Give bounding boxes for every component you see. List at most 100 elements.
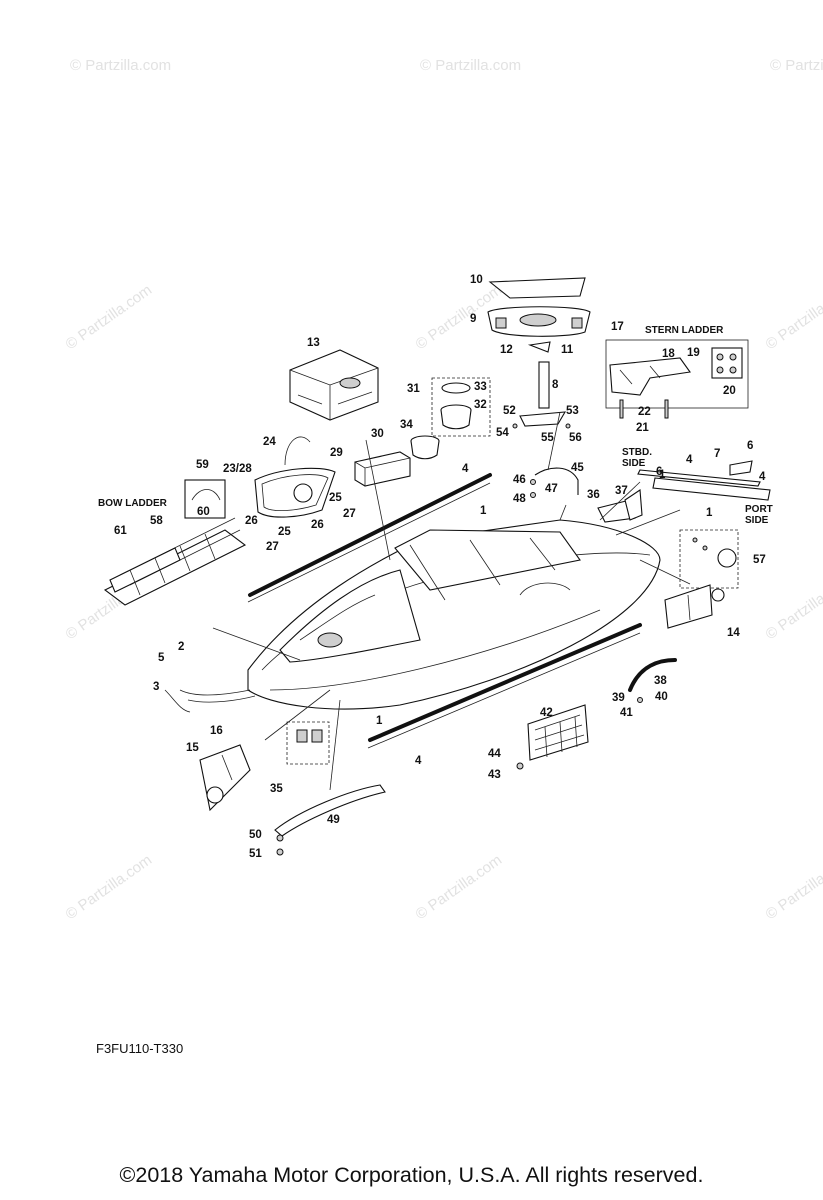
callout-40: 40 bbox=[655, 691, 668, 703]
callout-27: 27 bbox=[266, 541, 279, 553]
callout-52: 52 bbox=[503, 405, 516, 417]
callout-48: 48 bbox=[513, 493, 526, 505]
stbd-side-label: STBD. SIDE bbox=[622, 447, 655, 469]
callout-4: 4 bbox=[686, 454, 693, 466]
rail-assembly bbox=[530, 467, 579, 498]
callout-47: 47 bbox=[545, 483, 558, 495]
callout-13: 13 bbox=[307, 337, 320, 349]
callout-30: 30 bbox=[371, 428, 384, 440]
stern-ladder bbox=[605, 339, 749, 419]
bow-eye-assembly bbox=[199, 744, 251, 812]
callout-44: 44 bbox=[488, 748, 501, 760]
callout-41: 41 bbox=[620, 707, 633, 719]
watermark: © Partzilla.com bbox=[763, 571, 823, 643]
watermark: © Partzilla.com bbox=[70, 57, 171, 74]
callout-38: 38 bbox=[654, 675, 667, 687]
watermark: © Partzilla.com bbox=[63, 281, 156, 353]
callout-10: 10 bbox=[470, 274, 483, 286]
callout-4: 4 bbox=[415, 755, 422, 767]
port-side-label-line: PORT bbox=[745, 504, 773, 515]
callout-35: 35 bbox=[270, 783, 283, 795]
section-labels: STERN LADDER BOW LADDER STBD. SIDE PORT … bbox=[98, 325, 773, 526]
callout-24: 24 bbox=[263, 436, 276, 448]
rub-rails bbox=[164, 473, 642, 749]
hatch-cover bbox=[487, 277, 591, 337]
watermark: © Partzilla.com bbox=[420, 57, 521, 74]
cargo-net bbox=[516, 704, 589, 770]
grab-handle bbox=[274, 784, 386, 856]
callout-6: 6 bbox=[747, 440, 753, 452]
callout-1: 1 bbox=[480, 505, 487, 517]
callout-25: 25 bbox=[329, 492, 342, 504]
callout-8: 8 bbox=[552, 379, 559, 391]
callout-12: 12 bbox=[500, 344, 513, 356]
callout-6: 6 bbox=[656, 466, 662, 478]
callout-25: 25 bbox=[278, 526, 291, 538]
cooler bbox=[289, 349, 379, 421]
cup-holder-set bbox=[431, 377, 491, 437]
table-post bbox=[512, 341, 571, 429]
callout-23-28: 23/28 bbox=[223, 463, 252, 475]
callout-57: 57 bbox=[753, 554, 766, 566]
callout-42: 42 bbox=[540, 707, 553, 719]
callout-50: 50 bbox=[249, 829, 262, 841]
callout-39: 39 bbox=[612, 692, 625, 704]
callout-14: 14 bbox=[727, 627, 740, 639]
callout-7: 7 bbox=[714, 448, 720, 460]
callout-15: 15 bbox=[186, 742, 199, 754]
callout-59: 59 bbox=[196, 459, 209, 471]
side-rails bbox=[637, 460, 771, 501]
callout-20: 20 bbox=[723, 385, 736, 397]
callout-18: 18 bbox=[662, 348, 675, 360]
callout-3: 3 bbox=[153, 681, 159, 693]
stern-ladder-label: STERN LADDER bbox=[645, 325, 724, 336]
callout-36: 36 bbox=[587, 489, 600, 501]
callout-11: 11 bbox=[561, 344, 574, 356]
watermark: © Partzilla.com bbox=[763, 851, 823, 923]
callout-1: 1 bbox=[376, 715, 383, 727]
callout-31: 31 bbox=[407, 383, 420, 395]
storage-bins bbox=[354, 435, 440, 487]
leader-lines bbox=[212, 411, 691, 791]
callout-53: 53 bbox=[566, 405, 579, 417]
watermark: © Partzilla.com bbox=[763, 281, 823, 353]
stbd-side-label-line: STBD. bbox=[622, 447, 652, 458]
callout-45: 45 bbox=[571, 462, 584, 474]
callout-4: 4 bbox=[462, 463, 469, 475]
callout-33: 33 bbox=[474, 381, 487, 393]
callout-46: 46 bbox=[513, 474, 526, 486]
callout-32: 32 bbox=[474, 399, 487, 411]
callout-51: 51 bbox=[249, 848, 262, 860]
callout-1: 1 bbox=[706, 507, 713, 519]
callout-55: 55 bbox=[541, 432, 554, 444]
callout-60: 60 bbox=[197, 506, 210, 518]
hatch-lid bbox=[254, 436, 336, 518]
tow-eye-set bbox=[679, 529, 739, 589]
callout-19: 19 bbox=[687, 347, 700, 359]
callout-22: 22 bbox=[638, 406, 651, 418]
watermark: © Partzilla.com bbox=[413, 851, 506, 923]
boat-hull bbox=[247, 519, 661, 710]
callouts: 1 1 1 1 2 3 4 4 4 4 5 6 6 7 8 9 10 11 12… bbox=[114, 274, 766, 860]
callout-26: 26 bbox=[245, 515, 258, 527]
bow-ladder bbox=[103, 479, 247, 606]
callout-37: 37 bbox=[615, 485, 628, 497]
stbd-side-label-line-2: SIDE bbox=[622, 458, 646, 469]
callout-5: 5 bbox=[158, 652, 165, 664]
callout-56: 56 bbox=[569, 432, 582, 444]
callout-43: 43 bbox=[488, 769, 501, 781]
callout-2: 2 bbox=[178, 641, 184, 653]
callout-29: 29 bbox=[330, 447, 343, 459]
bracket-set bbox=[286, 721, 330, 765]
cleat-assembly bbox=[664, 584, 725, 629]
watermark: © Partzilla.com bbox=[770, 57, 823, 74]
callout-26: 26 bbox=[311, 519, 324, 531]
bow-ladder-label: BOW LADDER bbox=[98, 498, 168, 509]
callout-27: 27 bbox=[343, 508, 356, 520]
callout-9: 9 bbox=[470, 313, 476, 325]
watermark: © Partzilla.com bbox=[63, 851, 156, 923]
rail-segment bbox=[628, 658, 677, 703]
callout-1: 1 bbox=[659, 469, 666, 481]
callout-4: 4 bbox=[759, 471, 766, 483]
